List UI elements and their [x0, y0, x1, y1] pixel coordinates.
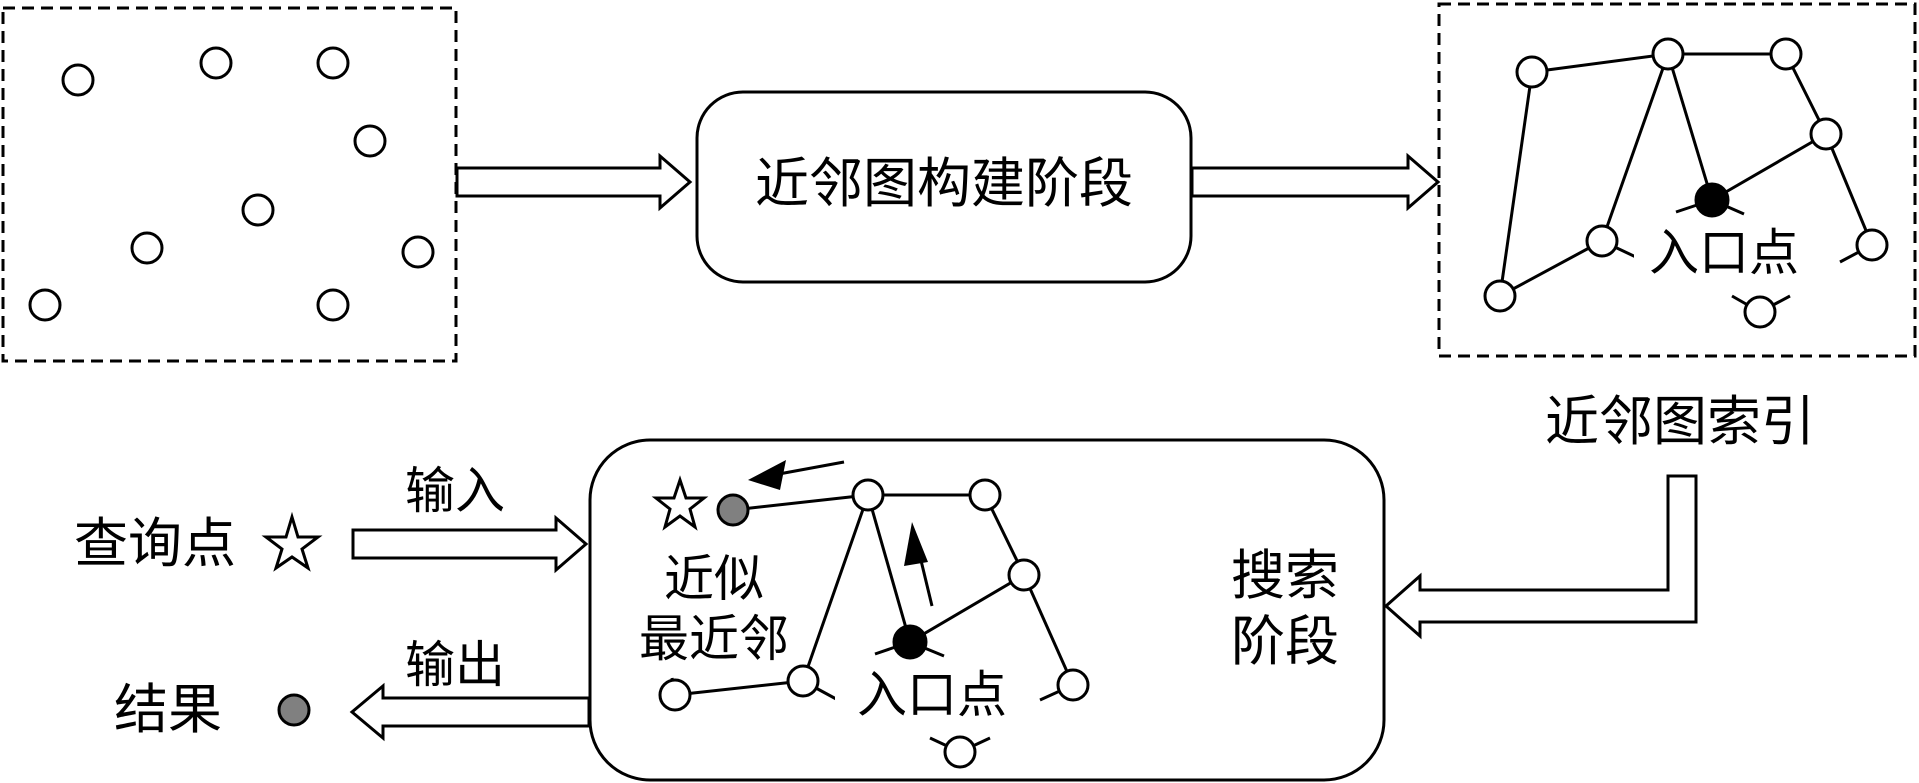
entry-node-top: [1694, 182, 1730, 218]
graph-node: [1855, 228, 1889, 262]
data-point: [199, 46, 233, 80]
graph-node: [1743, 295, 1777, 329]
graph-index-label: 近邻图索引: [1545, 390, 1815, 453]
graph-node: [1769, 37, 1803, 71]
data-point: [353, 124, 387, 158]
graph-node: [1515, 55, 1549, 89]
graph-node: [786, 664, 820, 698]
data-point: [316, 288, 350, 322]
ann-label-line1: 近似: [664, 550, 764, 608]
data-point: [401, 235, 435, 269]
search-graph-edges: [670, 493, 1075, 754]
entry-node-bottom: [892, 624, 928, 660]
graph-node: [658, 678, 692, 712]
star-icon: [261, 511, 323, 572]
arrow-input: [351, 514, 589, 574]
entry-point-label-bottom: 入口点: [857, 666, 1007, 724]
graph-node: [1007, 558, 1041, 592]
build-stage-label: 近邻图构建阶段: [755, 152, 1133, 215]
data-point: [28, 288, 62, 322]
data-point: [61, 63, 95, 97]
search-stage-line2: 阶段: [1231, 610, 1339, 673]
input-label: 输入: [405, 462, 505, 520]
graph-index-nodes: [1483, 37, 1889, 329]
arrow-to-build: [455, 152, 693, 212]
query-point-label: 查询点: [74, 512, 236, 575]
graph-node: [851, 478, 885, 512]
data-point: [130, 231, 164, 265]
graph-index-box: [1437, 2, 1917, 358]
graph-index-edges: [1498, 52, 1874, 314]
graph-node: [1056, 668, 1090, 702]
approx-nearest-node: [716, 493, 750, 527]
search-stage-line1: 搜索: [1231, 544, 1339, 607]
gray-dot-icon: [277, 693, 311, 727]
data-point: [316, 46, 350, 80]
search-stage-box: [588, 438, 1386, 782]
graph-node: [1483, 279, 1517, 313]
arrow-head-up: [904, 522, 928, 566]
graph-node: [1651, 37, 1685, 71]
dataset-points: [28, 46, 435, 322]
entry-point-label-top: 入口点: [1649, 224, 1799, 282]
result-label: 结果: [114, 678, 222, 741]
arrow-head-left: [748, 460, 786, 490]
query-star-in-graph: [651, 475, 709, 531]
arrow-to-index: [1190, 152, 1441, 212]
graph-node: [943, 735, 977, 769]
graph-node: [968, 478, 1002, 512]
graph-node: [1809, 117, 1843, 151]
data-point: [241, 193, 275, 227]
search-graph-nodes: [658, 478, 1090, 769]
arrow-to-search: [1383, 474, 1698, 640]
output-label: 输出: [405, 636, 505, 694]
ann-label-line2: 最近邻: [639, 610, 789, 668]
graph-node: [1585, 224, 1619, 258]
arrow-output: [349, 682, 591, 742]
